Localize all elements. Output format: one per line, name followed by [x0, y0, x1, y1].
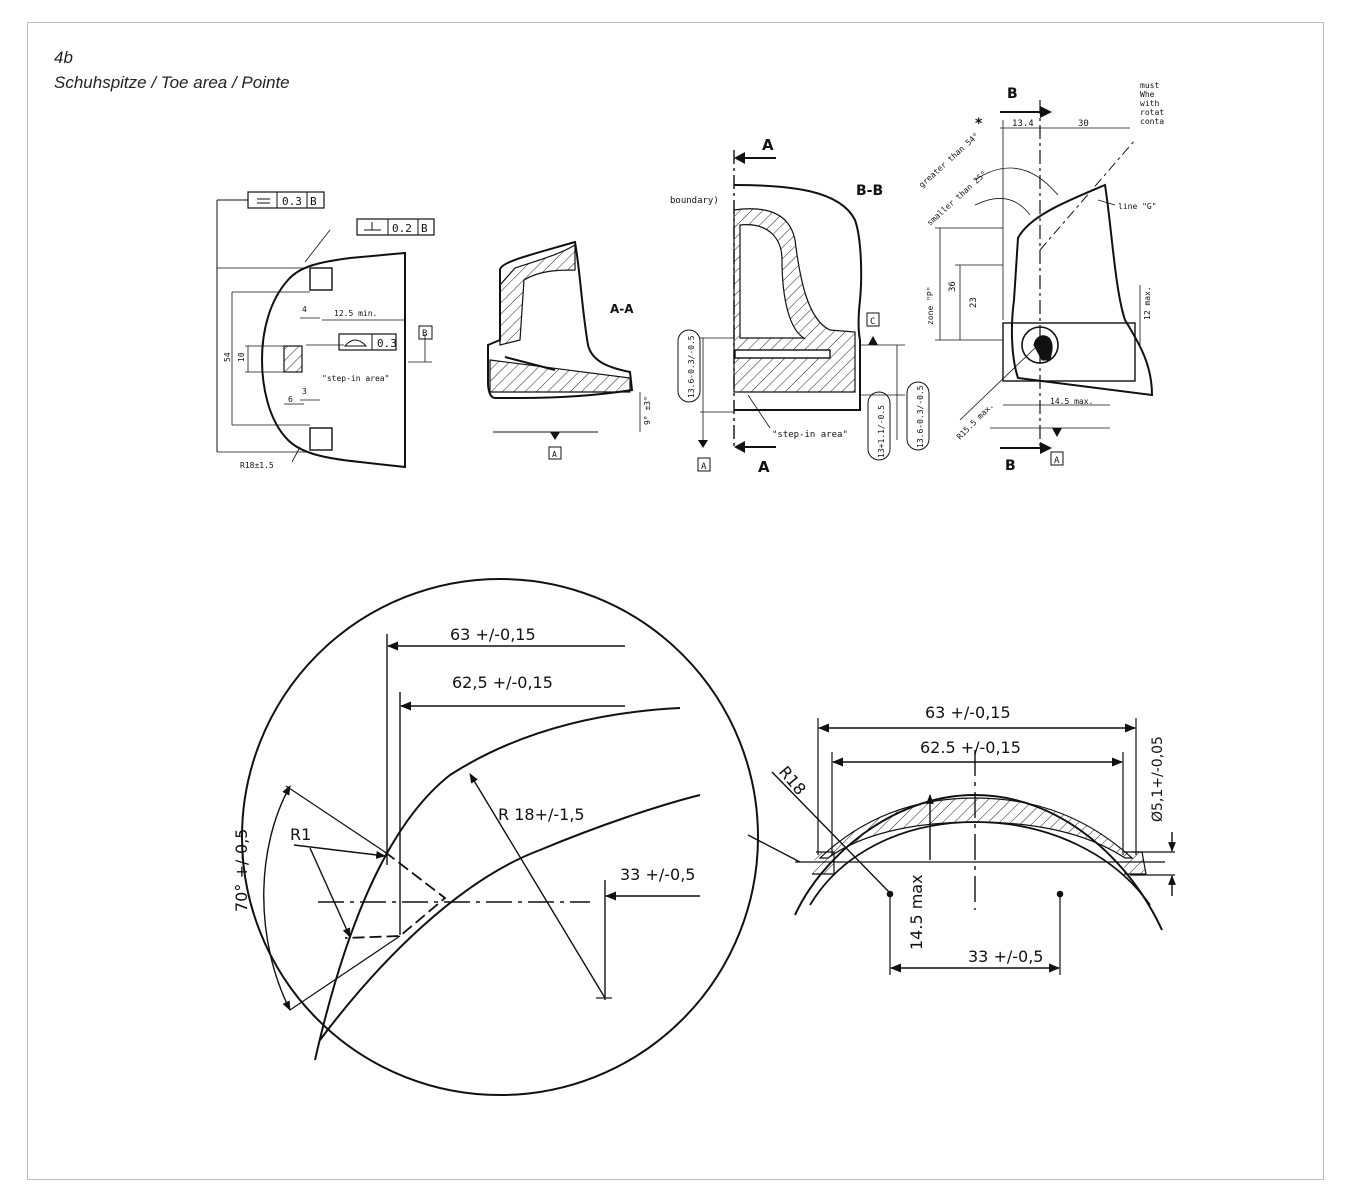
toe-cap-section: [771, 718, 1176, 975]
dim-12-max: 12 max.: [1143, 286, 1152, 320]
section-dim-63: 63 +/-0,15: [925, 703, 1011, 722]
perpendicularity-tolerance: 0.2: [392, 222, 412, 235]
step-in-note-2: "step-in area": [772, 430, 848, 440]
side-datum-a: A: [1054, 456, 1060, 466]
detail-radius-r18: R 18+/-1,5: [498, 805, 585, 824]
detail-dim-62-5: 62,5 +/-0,15: [452, 673, 553, 692]
datum-c-label: C: [870, 317, 875, 327]
note-line-2: Whe: [1140, 90, 1155, 99]
detail-connector: [747, 834, 801, 863]
section-dim-62-5: 62.5 +/-0,15: [920, 738, 1021, 757]
section-b-top-label: B: [1007, 86, 1018, 102]
dim-23: 23: [969, 297, 979, 308]
perpendicularity-datum: B: [421, 222, 428, 235]
dim-13: 13+1.1/-0.5: [877, 405, 886, 458]
boundary-label: boundary): [670, 196, 719, 206]
figure-caption: Schuhspitze / Toe area / Pointe: [54, 73, 290, 92]
dim-10: 10: [237, 352, 246, 362]
dim-13-4: 13.4: [1012, 119, 1034, 129]
section-dim-14-5: 14.5 max: [907, 874, 926, 950]
section-diameter: Ø5,1+/-0,05: [1150, 736, 1166, 822]
note-line-3: with: [1140, 99, 1159, 108]
detail-dim-33: 33 +/-0,5: [620, 865, 695, 884]
zone-p-label: zone "P": [926, 286, 935, 325]
detail-radius-r1: R1: [290, 825, 311, 844]
asterisk-mark: *: [975, 116, 983, 132]
dim-36: 36: [948, 281, 958, 292]
detail-dim-63: 63 +/-0,15: [450, 625, 536, 644]
front-view: [216, 191, 435, 469]
section-a-a: [487, 240, 641, 460]
figure-number: 4b: [54, 48, 73, 67]
section-a-top-label: A: [762, 136, 774, 154]
section-a-bottom-label: A: [758, 458, 770, 476]
profile-tolerance: 0.3: [377, 337, 397, 350]
dim-30: 30: [1078, 119, 1089, 129]
section-radius-r18: R18: [775, 762, 810, 798]
side-view: [935, 100, 1154, 466]
radius-r15: R15.5 max.: [955, 401, 995, 441]
section-a-a-datum: A: [552, 450, 557, 459]
note-line-5: conta: [1140, 117, 1164, 126]
detail-circle: [241, 578, 759, 1096]
line-g-label: line "G": [1118, 202, 1157, 211]
datum-b-label: B: [422, 329, 427, 339]
dim-14-5-side: 14.5 max.: [1050, 397, 1093, 406]
note-line-1: must: [1140, 81, 1159, 90]
angle-9deg: 9° ±3°: [643, 396, 652, 425]
dim-13-6-left: 13.6-0.3/-0.5: [687, 335, 696, 398]
dim-4: 4: [302, 305, 307, 314]
section-dim-33: 33 +/-0,5: [968, 947, 1043, 966]
front-view-labels: 0.3 B 0.2 B 0.3 B 12.5 min. 54 10 4 3 6 …: [223, 195, 428, 470]
section-a-a-title: A-A: [610, 302, 634, 316]
dim-6: 6: [288, 395, 293, 404]
section-b-b: [677, 150, 930, 472]
radius-r18: R18±1.5: [240, 461, 274, 470]
detail-angle-70: 70° +/-0,5: [232, 829, 251, 912]
section-b-b-title: B-B: [856, 183, 883, 199]
dim-13-6-right: 13.6-0.3/-0.5: [916, 385, 925, 448]
note-line-4: rotat: [1140, 108, 1164, 117]
step-in-note-1: "step-in area": [322, 374, 389, 383]
drawing-frame: [27, 22, 1324, 1180]
dim-3: 3: [302, 387, 307, 396]
datum-a-label: A: [701, 462, 707, 472]
dim-12-5: 12.5 min.: [334, 309, 377, 318]
dim-54: 54: [223, 352, 232, 362]
flatness-tolerance: 0.3: [282, 195, 302, 208]
section-b-bottom-label: B: [1005, 458, 1016, 474]
flatness-datum: B: [310, 195, 317, 208]
